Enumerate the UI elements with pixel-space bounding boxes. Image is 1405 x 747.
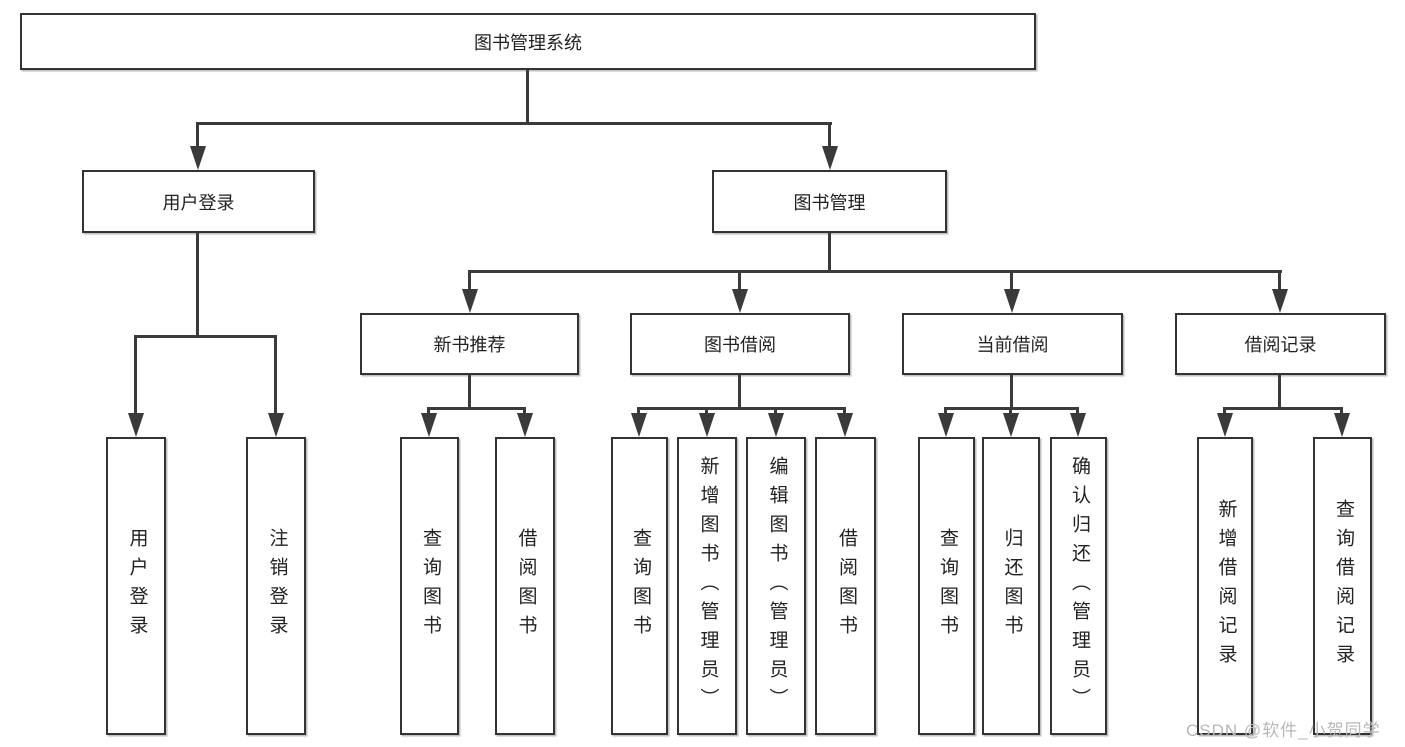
connector-line xyxy=(468,375,471,409)
level1-box-book-management: 图书管理 xyxy=(712,170,947,233)
connector-arrowhead xyxy=(190,146,206,170)
connector-arrowhead xyxy=(732,289,748,313)
connector-arrowhead xyxy=(837,413,853,437)
connector-line xyxy=(196,122,199,150)
connector-line xyxy=(274,335,277,415)
leaf-box-query-books-2: 查询图书 xyxy=(611,437,668,735)
connector-line xyxy=(1278,270,1281,292)
connector-arrowhead xyxy=(1004,289,1020,313)
connector-line xyxy=(526,70,529,124)
connector-line xyxy=(196,233,199,338)
connector-line xyxy=(1278,375,1281,409)
connector-line xyxy=(134,335,277,338)
leaf-box-query-borrow-record: 查询借阅记录 xyxy=(1313,437,1372,735)
connector-arrowhead xyxy=(1334,413,1350,437)
level2-box-current-borrow: 当前借阅 xyxy=(902,313,1123,375)
connector-arrowhead xyxy=(699,413,715,437)
connector-line xyxy=(468,270,1282,273)
leaf-box-borrow-books-1: 借阅图书 xyxy=(495,437,555,735)
level1-box-user-login: 用户登录 xyxy=(82,170,315,233)
connector-arrowhead xyxy=(631,413,647,437)
level2-box-new-book-recommend: 新书推荐 xyxy=(360,313,579,375)
root-box-system: 图书管理系统 xyxy=(20,13,1036,70)
connector-arrowhead xyxy=(1003,413,1019,437)
connector-arrowhead xyxy=(1070,413,1086,437)
leaf-box-edit-books-admin: 编辑图书（管理员） xyxy=(746,437,806,735)
leaf-box-add-borrow-record: 新增借阅记录 xyxy=(1197,437,1253,735)
connector-arrowhead xyxy=(822,146,838,170)
connector-arrowhead xyxy=(1217,413,1233,437)
connector-arrowhead xyxy=(768,413,784,437)
connector-line xyxy=(1010,270,1013,292)
connector-line xyxy=(828,122,831,150)
connector-arrowhead xyxy=(1272,289,1288,313)
leaf-box-query-books-3: 查询图书 xyxy=(918,437,975,735)
level2-box-book-borrow: 图书借阅 xyxy=(630,313,850,375)
connector-arrowhead xyxy=(268,413,284,437)
leaf-box-user-login: 用户登录 xyxy=(106,437,166,735)
connector-arrowhead xyxy=(462,289,478,313)
connector-arrowhead xyxy=(938,413,954,437)
connector-line xyxy=(1010,375,1013,409)
connector-line xyxy=(427,407,526,410)
connector-line xyxy=(134,335,137,415)
csdn-watermark: CSDN @软件_小贺同学 xyxy=(1186,721,1381,740)
leaf-box-borrow-books-2: 借阅图书 xyxy=(815,437,876,735)
connector-line xyxy=(738,375,741,409)
connector-line xyxy=(637,407,846,410)
leaf-box-return-books: 归还图书 xyxy=(982,437,1040,735)
connector-arrowhead xyxy=(421,413,437,437)
connector-line xyxy=(1223,407,1343,410)
connector-arrowhead xyxy=(517,413,533,437)
connector-line xyxy=(468,270,471,292)
leaf-box-confirm-return-admin: 确认归还（管理员） xyxy=(1050,437,1107,735)
connector-arrowhead xyxy=(128,413,144,437)
connector-line xyxy=(828,233,831,273)
connector-line xyxy=(738,270,741,292)
leaf-box-query-books-1: 查询图书 xyxy=(400,437,459,735)
leaf-box-add-books-admin: 新增图书（管理员） xyxy=(677,437,737,735)
level2-box-borrow-records: 借阅记录 xyxy=(1175,313,1386,375)
leaf-box-logout: 注销登录 xyxy=(246,437,306,735)
connector-line xyxy=(196,122,832,125)
